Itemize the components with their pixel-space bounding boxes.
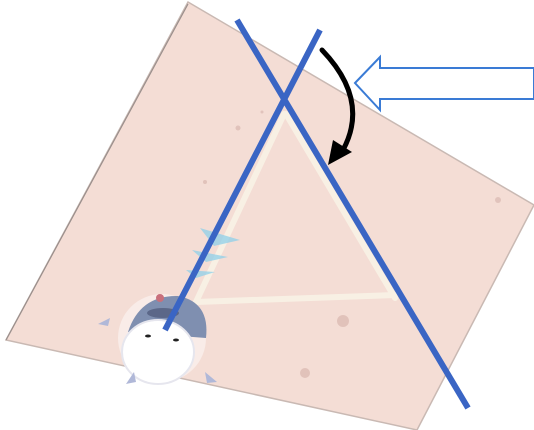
- guide-line-right: [234, 18, 471, 410]
- mat-surface: [4, 0, 534, 430]
- track-lines: [193, 111, 398, 305]
- mat-left-edge: [5, 3, 189, 341]
- mat-specks: [203, 110, 501, 378]
- left-arrow-icon: [353, 54, 534, 113]
- robot-icon: [98, 294, 217, 385]
- guide-lines: [162, 18, 471, 410]
- guide-line-left: [162, 28, 323, 332]
- curved-arrow-icon: [319, 47, 356, 165]
